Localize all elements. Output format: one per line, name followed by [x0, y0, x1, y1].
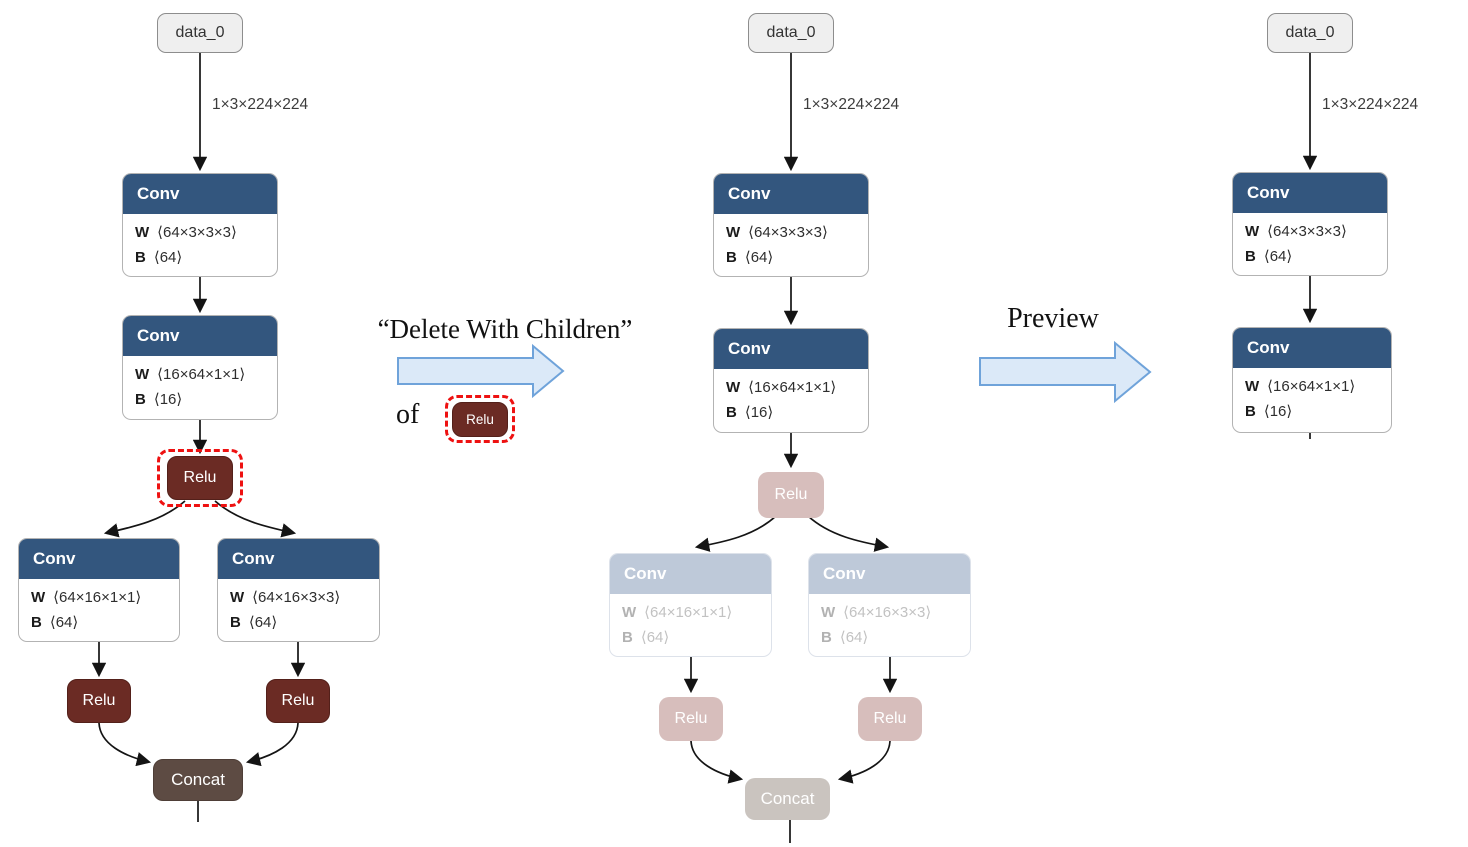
conv-node-params: W ⟨16×64×1×1⟩ B ⟨16⟩ [123, 356, 277, 416]
conv-node-title: Conv [123, 174, 277, 214]
input-shape-edge-label: 1×3×224×224 [803, 96, 900, 113]
param-key: W [1245, 378, 1260, 395]
data-0-node[interactable]: data_0 [748, 13, 834, 53]
param-key: B [135, 391, 146, 408]
param-key: B [1245, 403, 1256, 420]
of-label: of [396, 399, 420, 430]
param-key: B [230, 614, 241, 631]
param-value: ⟨16⟩ [153, 391, 183, 408]
conv-node-params: W ⟨64×3×3×3⟩ B ⟨64⟩ [123, 214, 277, 274]
data-0-node[interactable]: data_0 [157, 13, 243, 53]
concat-node-faded[interactable]: Concat [745, 778, 830, 820]
param-key: B [726, 249, 737, 266]
param-key: W [135, 366, 150, 383]
conv-node-params: W ⟨16×64×1×1⟩ B ⟨16⟩ [714, 369, 868, 429]
conv-node-faded[interactable]: Conv W ⟨64×16×3×3⟩ B ⟨64⟩ [808, 553, 971, 657]
param-value: ⟨64⟩ [640, 629, 670, 646]
conv-node-params: W ⟨64×3×3×3⟩ B ⟨64⟩ [1233, 213, 1387, 273]
param-value: ⟨16⟩ [1263, 403, 1293, 420]
param-value: ⟨64⟩ [839, 629, 869, 646]
selected-relu-highlight: Relu [157, 449, 243, 507]
relu-node-faded[interactable]: Relu [758, 472, 824, 518]
param-value: ⟨64×3×3×3⟩ [748, 224, 828, 241]
conv-node-params: W ⟨64×16×1×1⟩ B ⟨64⟩ [19, 579, 179, 639]
param-value: ⟨16⟩ [744, 404, 774, 421]
conv-node[interactable]: Conv W ⟨64×3×3×3⟩ B ⟨64⟩ [122, 173, 278, 277]
relu-node[interactable]: Relu [67, 679, 131, 723]
conv-node-title: Conv [714, 174, 868, 214]
conv-node[interactable]: Conv W ⟨16×64×1×1⟩ B ⟨16⟩ [122, 315, 278, 420]
conv-node[interactable]: Conv W ⟨64×3×3×3⟩ B ⟨64⟩ [713, 173, 869, 277]
conv-node-params: W ⟨64×16×1×1⟩ B ⟨64⟩ [610, 594, 771, 654]
conv-node-params: W ⟨64×16×3×3⟩ B ⟨64⟩ [218, 579, 379, 639]
preview-label: Preview [1007, 303, 1099, 334]
param-value: ⟨64×3×3×3⟩ [157, 224, 237, 241]
conv-node-params: W ⟨16×64×1×1⟩ B ⟨16⟩ [1233, 368, 1391, 428]
param-value: ⟨64⟩ [1263, 248, 1293, 265]
param-key: W [726, 224, 741, 241]
target-relu-highlight: Relu [445, 395, 515, 443]
param-key: B [1245, 248, 1256, 265]
conv-node-title: Conv [123, 316, 277, 356]
param-key: W [726, 379, 741, 396]
param-key: W [1245, 223, 1260, 240]
param-key: B [31, 614, 42, 631]
param-key: B [726, 404, 737, 421]
param-key: B [821, 629, 832, 646]
param-key: B [622, 629, 633, 646]
conv-node-params: W ⟨64×3×3×3⟩ B ⟨64⟩ [714, 214, 868, 274]
conv-node-title: Conv [714, 329, 868, 369]
param-key: B [135, 249, 146, 266]
conv-node-params: W ⟨64×16×3×3⟩ B ⟨64⟩ [809, 594, 970, 654]
relu-node-faded[interactable]: Relu [858, 697, 922, 741]
param-value: ⟨64×16×3×3⟩ [252, 589, 341, 606]
param-value: ⟨64⟩ [248, 614, 278, 631]
data-0-node[interactable]: data_0 [1267, 13, 1353, 53]
param-key: W [31, 589, 46, 606]
conv-node-title: Conv [1233, 328, 1391, 368]
conv-node-title: Conv [809, 554, 970, 594]
relu-node-faded[interactable]: Relu [659, 697, 723, 741]
param-value: ⟨64×16×1×1⟩ [53, 589, 142, 606]
edges-marked-graph [683, 53, 898, 843]
conv-node[interactable]: Conv W ⟨64×16×3×3⟩ B ⟨64⟩ [217, 538, 380, 642]
param-value: ⟨16×64×1×1⟩ [157, 366, 246, 383]
param-key: W [135, 224, 150, 241]
param-value: ⟨64⟩ [49, 614, 79, 631]
param-key: W [230, 589, 245, 606]
param-value: ⟨64×16×1×1⟩ [644, 604, 733, 621]
target-relu-node: Relu [452, 401, 508, 437]
conv-node-title: Conv [218, 539, 379, 579]
conv-node-faded[interactable]: Conv W ⟨64×16×1×1⟩ B ⟨64⟩ [609, 553, 772, 657]
param-key: W [821, 604, 836, 621]
input-shape-edge-label: 1×3×224×224 [1322, 96, 1419, 113]
conv-node[interactable]: Conv W ⟨16×64×1×1⟩ B ⟨16⟩ [713, 328, 869, 433]
param-value: ⟨64⟩ [153, 249, 183, 266]
conv-node[interactable]: Conv W ⟨64×3×3×3⟩ B ⟨64⟩ [1232, 172, 1388, 276]
relu-node[interactable]: Relu [266, 679, 330, 723]
param-value: ⟨64×16×3×3⟩ [843, 604, 932, 621]
conv-node-title: Conv [19, 539, 179, 579]
delete-action-arrow [397, 343, 565, 399]
input-shape-edge-label: 1×3×224×224 [212, 96, 309, 113]
conv-node[interactable]: Conv W ⟨64×16×1×1⟩ B ⟨64⟩ [18, 538, 180, 642]
delete-with-children-label: “Delete With Children” [377, 314, 633, 344]
relu-node-selected[interactable]: Relu [167, 456, 233, 500]
conv-node-title: Conv [610, 554, 771, 594]
param-value: ⟨16×64×1×1⟩ [1267, 378, 1356, 395]
concat-node[interactable]: Concat [153, 759, 243, 801]
conv-node-title: Conv [1233, 173, 1387, 213]
preview-action-arrow [979, 340, 1152, 404]
param-value: ⟨64×3×3×3⟩ [1267, 223, 1347, 240]
param-key: W [622, 604, 637, 621]
param-value: ⟨64⟩ [744, 249, 774, 266]
param-value: ⟨16×64×1×1⟩ [748, 379, 837, 396]
conv-node[interactable]: Conv W ⟨16×64×1×1⟩ B ⟨16⟩ [1232, 327, 1392, 433]
